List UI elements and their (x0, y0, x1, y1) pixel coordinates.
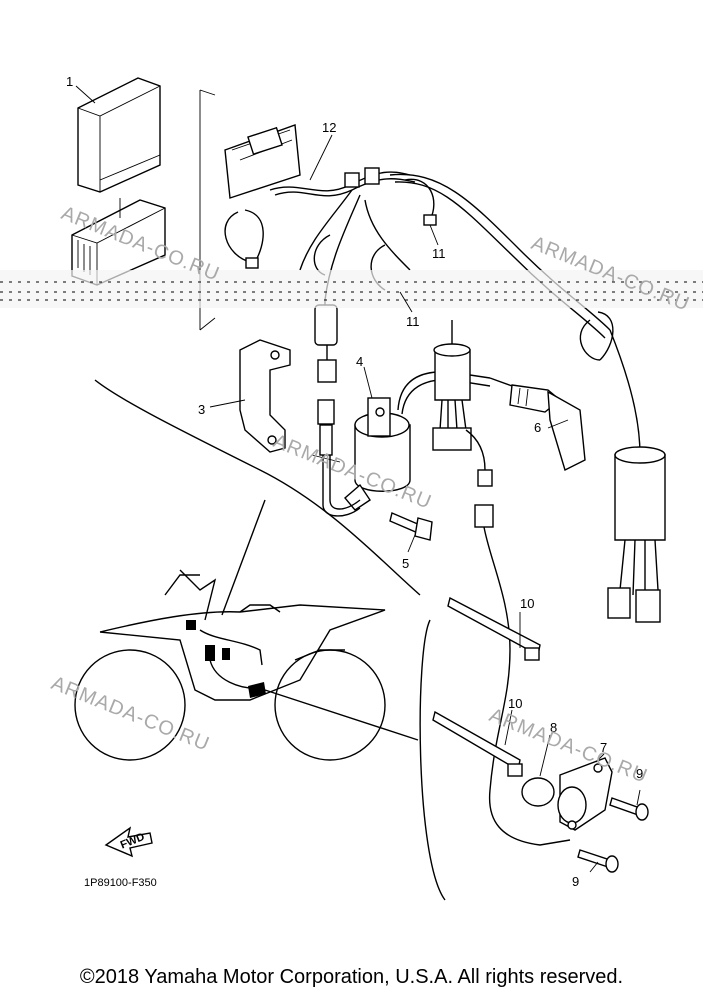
o-ring[interactable] (521, 777, 555, 807)
detail-leader (264, 689, 419, 741)
fwd-arrow-icon: FWD (104, 826, 153, 858)
detail-leader (221, 499, 266, 616)
callout-10: 10 (508, 696, 522, 711)
callout-12: 12 (322, 120, 336, 135)
diagram-code: 1P89100-F350 (84, 877, 157, 889)
callout-3: 3 (198, 402, 205, 417)
scan-artifact-band (0, 270, 703, 308)
section-divider-bottom (419, 619, 446, 901)
callout-11: 11 (406, 314, 420, 329)
section-divider (94, 379, 421, 596)
throttle-sensor[interactable] (557, 757, 613, 831)
spark-plug-cap[interactable] (489, 377, 586, 471)
callout-6: 6 (534, 420, 541, 435)
screw[interactable] (577, 797, 649, 873)
cable-tie[interactable] (432, 596, 541, 777)
scan-artifact-line (0, 281, 703, 301)
wire-clamp[interactable] (224, 178, 614, 361)
bolt[interactable] (389, 512, 433, 541)
leader-lines (75, 85, 641, 873)
cdi-unit[interactable] (71, 77, 166, 286)
callout-9: 9 (572, 874, 579, 889)
callout-11: 11 (432, 246, 446, 261)
callout-5: 5 (402, 556, 409, 571)
callout-4: 4 (356, 354, 363, 369)
callout-1: 1 (66, 74, 73, 89)
callout-10: 10 (520, 596, 534, 611)
callout-9: 9 (636, 766, 643, 781)
callout-7: 7 (600, 740, 607, 755)
watermark: ARMADA-CO.RU (48, 672, 213, 756)
wire-harness[interactable] (224, 124, 666, 623)
copyright-notice: ©2018 Yamaha Motor Corporation, U.S.A. A… (79, 966, 624, 988)
bracket[interactable] (239, 339, 291, 453)
callout-8: 8 (550, 720, 557, 735)
motorcycle-outline (74, 569, 386, 761)
ignition-coil[interactable] (311, 371, 491, 517)
stator-lead[interactable] (432, 320, 571, 846)
